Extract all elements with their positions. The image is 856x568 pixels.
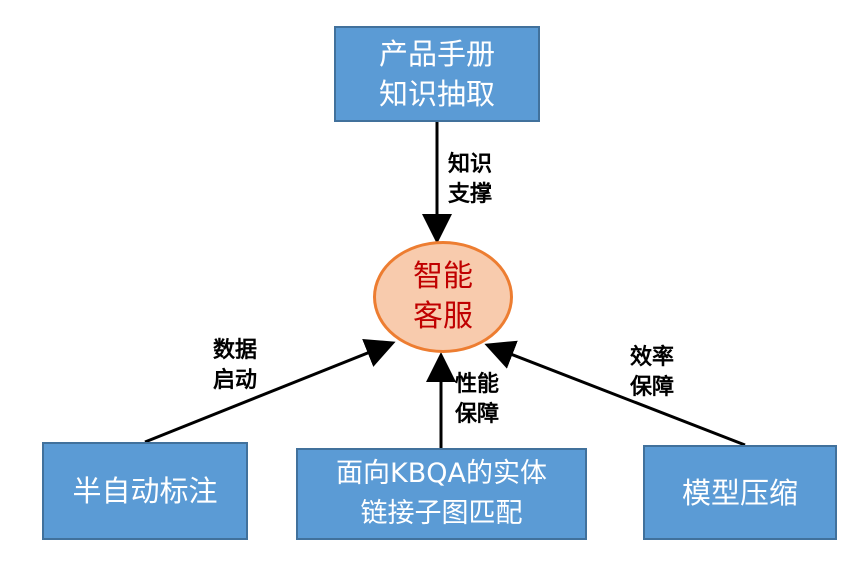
node-left: 半自动标注 bbox=[42, 442, 248, 540]
node-text: 面向KBQA的实体 bbox=[336, 458, 547, 489]
arrow-left bbox=[144, 338, 396, 444]
edge-label-right: 效率 保障 bbox=[630, 343, 674, 403]
node-text: 产品手册 bbox=[378, 37, 495, 71]
label-text: 支撑 bbox=[448, 182, 493, 207]
label-text: 保障 bbox=[455, 402, 500, 427]
node-center: 智能 客服 bbox=[373, 241, 513, 353]
node-text: 客服 bbox=[413, 299, 473, 334]
edge-label-top: 知识 支撑 bbox=[448, 150, 492, 210]
label-text: 启动 bbox=[213, 368, 258, 393]
node-text: 半自动标注 bbox=[72, 474, 218, 508]
node-text: 链接子图匹配 bbox=[360, 498, 523, 529]
label-text: 知识 bbox=[448, 152, 493, 177]
node-middle: 面向KBQA的实体 链接子图匹配 bbox=[296, 448, 587, 540]
label-text: 数据 bbox=[213, 338, 258, 363]
label-text: 性能 bbox=[455, 372, 500, 397]
node-text: 智能 bbox=[413, 259, 473, 294]
label-text: 效率 bbox=[630, 345, 675, 370]
edge-label-left: 数据 启动 bbox=[213, 336, 257, 396]
arrow-right bbox=[484, 340, 746, 447]
label-text: 保障 bbox=[630, 375, 675, 400]
node-top: 产品手册 知识抽取 bbox=[334, 26, 540, 122]
edge-label-middle: 性能 保障 bbox=[455, 370, 499, 430]
node-text: 知识抽取 bbox=[378, 77, 495, 111]
node-right: 模型压缩 bbox=[643, 445, 837, 540]
node-text: 模型压缩 bbox=[681, 475, 798, 510]
